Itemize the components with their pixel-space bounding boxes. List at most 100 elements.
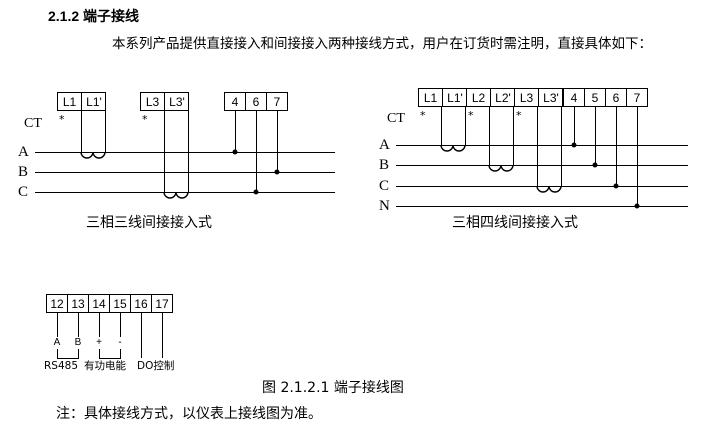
ct-lead [188,111,189,192]
phase-line-b-right [396,165,688,166]
terminal-cell[interactable]: 17 [155,296,169,311]
terminal-cell[interactable]: 7 [273,94,281,109]
terminal-cell[interactable]: L3' [543,90,559,105]
phase-line-c-right [396,186,688,187]
ct-label-right: CT [387,111,405,126]
ct-lead [489,107,490,165]
ct-lead [561,107,562,186]
phase-line-c [35,192,335,193]
ct-coil-icon-l1-right [440,144,466,152]
terminal-cell[interactable]: L2' [495,90,511,105]
ct-coil-icon-l1 [80,151,106,159]
terminal-cell[interactable]: 13 [68,295,89,312]
terminal-lead [120,313,121,337]
phase-label-a: A [18,144,29,160]
terminal-cell[interactable]: 16 [131,295,152,312]
bracket-lead [99,349,100,358]
terminal-cell[interactable]: 7 [633,90,641,105]
group-bracket-energy [99,358,121,359]
terminal-cell[interactable]: L3' [169,94,185,109]
terminal-cell[interactable]: 6 [246,93,267,110]
section-heading: 2.1.2 端子接线 [48,8,140,24]
terminal-cell[interactable]: 5 [585,89,606,106]
voltage-lead [277,111,278,172]
figure-note: 注：具体接线方式，以仪表上接线图为准。 [56,406,322,422]
terminal-cell[interactable]: 6 [606,89,627,106]
ct-lead [513,107,514,165]
intro-paragraph: 本系列产品提供直接接入和间接接入两种接线方式，用户在订货时需注明，直接具体如下： [56,32,668,56]
pin-label-minus: - [118,337,122,348]
polarity-star-icon: * [142,113,148,126]
terminal-lead [78,313,79,337]
ct-lead [537,107,538,186]
polarity-star-icon: * [59,113,65,126]
phase-label-c: C [18,184,29,200]
ct-terminal-box-l2-right: L2 L2' [466,88,515,107]
diagram-terminal-block: 12 13 14 15 16 17 A B + - RS485 有功电能 DO控… [0,0,260,380]
pin-label-plus: + [96,337,102,348]
group-label-active-energy: 有功电能 [84,360,126,372]
phase-line-n-right [396,206,688,207]
bracket-lead [120,349,121,358]
polarity-star-icon: * [516,109,522,122]
terminal-cell[interactable]: 12 [47,295,68,312]
ct-lead [164,111,165,192]
ct-terminal-box-l1-right: L1 L1' [418,88,467,107]
bracket-lead [78,349,79,358]
voltage-lead [637,107,638,206]
phase-label-b-right: B [379,157,390,173]
phase-line-a [35,152,335,153]
ct-lead [465,107,466,145]
figure-caption: 图 2.1.2.1 端子接线图 [262,380,404,396]
ct-coil-icon-l3 [163,191,189,199]
voltage-lead [256,111,257,192]
terminal-cell[interactable]: L3 [141,93,165,110]
group-label-do-control: DO控制 [137,360,175,372]
ct-terminal-box-l3-right: L3 L3' [514,88,563,107]
voltage-terminal-box-right: 4 5 6 7 [563,88,648,107]
ct-label-left: CT [24,116,42,131]
bracket-lead [57,349,58,358]
terminal-cell[interactable]: L3 [515,89,539,106]
phase-label-n-right: N [379,198,390,214]
group-bracket-rs485 [57,358,79,359]
terminal-lead [99,313,100,337]
ct-terminal-box-l1: L1 L1' [57,92,106,111]
voltage-terminal-box-left: 4 6 7 [224,92,288,111]
diagram-caption-right: 三相四线间接接入式 [452,215,578,231]
terminal-lead [141,313,142,358]
phase-line-a-right [396,145,688,146]
polarity-star-icon: * [420,109,426,122]
phase-label-a-right: A [379,137,390,153]
terminal-cell[interactable]: L1' [86,94,102,109]
voltage-lead [574,107,575,145]
group-label-rs485: RS485 [44,360,79,372]
ct-coil-icon-l3-right [536,185,562,193]
voltage-lead [235,111,236,152]
ct-terminal-box-l3: L3 L3' [140,92,189,111]
terminal-cell[interactable]: L2 [467,89,491,106]
terminal-cell[interactable]: 15 [110,295,131,312]
voltage-lead [595,107,596,165]
terminal-cell[interactable]: 4 [564,89,585,106]
terminal-cell[interactable]: L1 [419,89,443,106]
terminal-cell[interactable]: 14 [89,295,110,312]
terminal-block-box: 12 13 14 15 16 17 [46,294,173,313]
polarity-star-icon: * [468,109,474,122]
voltage-lead [616,107,617,186]
diagram-caption-left: 三相三线间接接入式 [86,215,212,231]
ct-lead [105,111,106,152]
pin-label-a: A [53,337,61,348]
ct-lead [81,111,82,152]
phase-label-c-right: C [379,178,390,194]
terminal-lead [162,313,163,358]
diagram-three-phase-four-wire: CT L1 L1' * L2 L2' * L3 L3' * 4 5 6 7 [379,88,688,231]
terminal-cell[interactable]: L1 [58,93,82,110]
diagram-three-phase-three-wire: CT L1 L1' * L3 L3' * 4 6 7 A B C 三相三线间接接… [0,0,360,240]
terminal-lead [57,313,58,337]
phase-label-b: B [18,164,29,180]
phase-line-b [35,172,335,173]
terminal-cell[interactable]: 4 [225,93,246,110]
terminal-cell[interactable]: L1' [447,90,463,105]
paragraph-text: 本系列产品提供直接接入和间接接入两种接线方式，用户在订货时需注明，直接具体如下： [112,36,652,52]
